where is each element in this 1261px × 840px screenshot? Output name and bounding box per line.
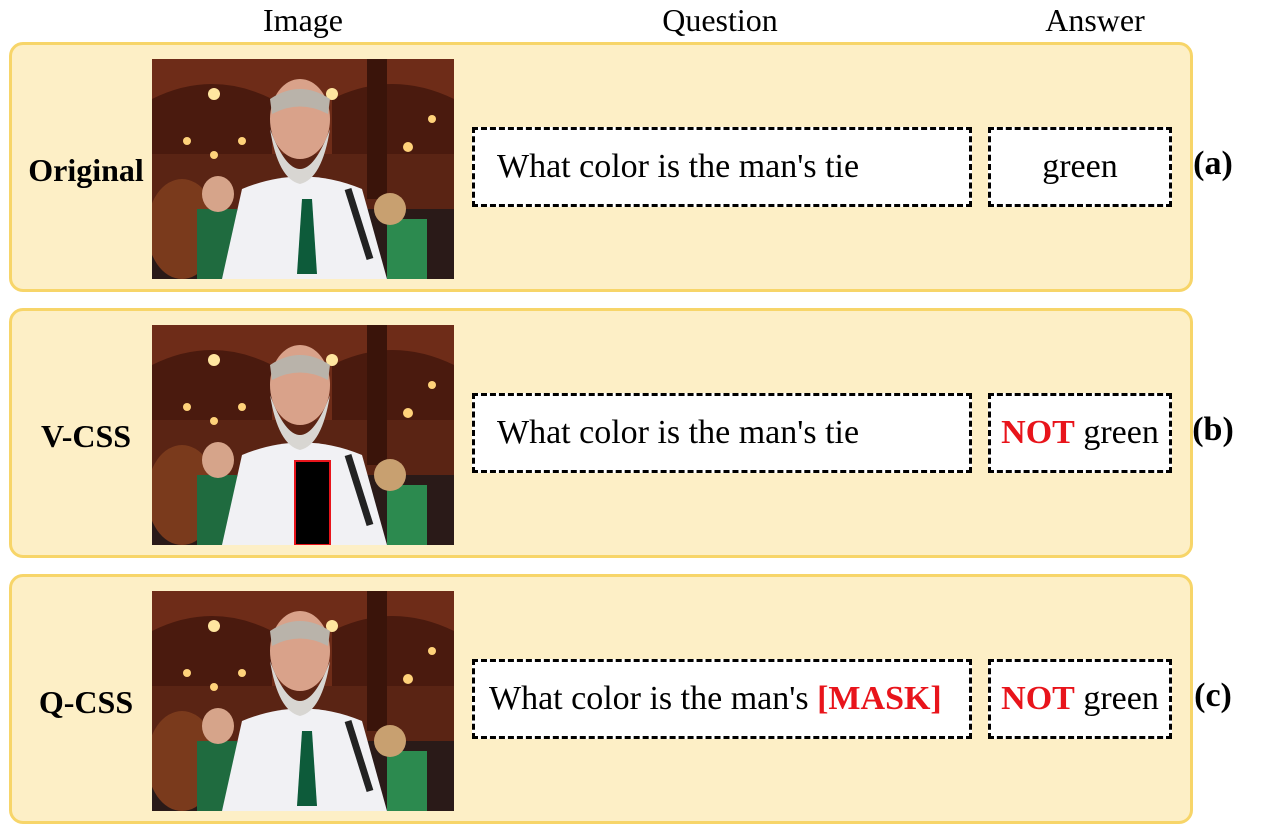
question-text: What color is the man's tie (497, 148, 860, 185)
row-label: Q-CSS (38, 683, 134, 720)
question-mask-token: [MASK] (817, 680, 942, 717)
tag-c: (c) (1194, 677, 1232, 714)
tag-b: (b) (1192, 411, 1234, 448)
photo-bearded-man-masked (152, 325, 454, 545)
answer-box: green (988, 127, 1172, 207)
row-label: V-CSS (40, 417, 132, 454)
panel-original: Original What color is the man's tie gre… (9, 42, 1193, 292)
question-box: What color is the man's tie (472, 393, 972, 473)
answer-text: green (1083, 680, 1159, 717)
question-box: What color is the man's tie (472, 127, 972, 207)
panel-q-css: Q-CSS What color is the man's [MASK] NOT… (9, 574, 1193, 824)
question-text: What color is the man's (489, 680, 809, 717)
answer-box: NOT green (988, 393, 1172, 473)
photo-bearded-man (152, 59, 454, 279)
photo-bearded-man (152, 591, 454, 811)
tag-a: (a) (1193, 145, 1233, 182)
answer-prefix: NOT (1001, 680, 1075, 717)
answer-text: green (1083, 414, 1159, 451)
header-image: Image (263, 2, 343, 38)
answer-prefix: NOT (1001, 414, 1075, 451)
panel-v-css: V-CSS What color is the man's tie NOT gr… (9, 308, 1193, 558)
question-text: What color is the man's tie (497, 414, 860, 451)
header-answer: Answer (1045, 2, 1145, 38)
answer-text: green (1042, 148, 1118, 185)
question-box: What color is the man's [MASK] (472, 659, 972, 739)
black-mask-rectangle (294, 460, 331, 545)
row-label: Original (28, 151, 144, 188)
header-question: Question (662, 2, 778, 38)
answer-box: NOT green (988, 659, 1172, 739)
